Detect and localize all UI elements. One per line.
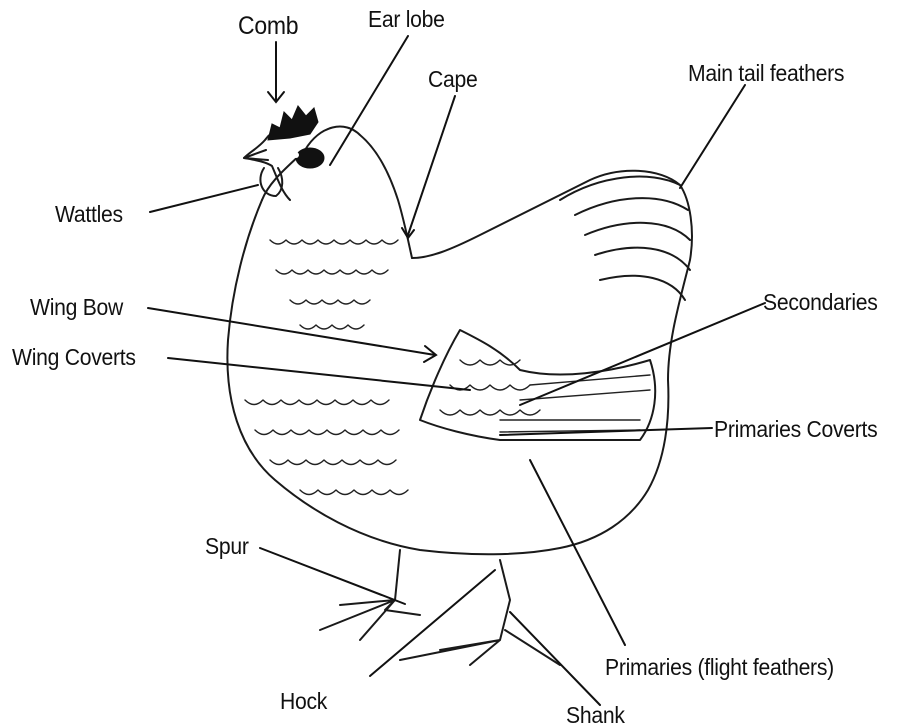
ear-lobe-leader bbox=[330, 36, 408, 165]
label-primaries: Primaries (flight feathers) bbox=[605, 656, 834, 679]
wing-coverts-leader bbox=[168, 358, 470, 390]
label-spur: Spur bbox=[205, 535, 249, 558]
cape-leader bbox=[402, 96, 455, 238]
label-secondaries: Secondaries bbox=[763, 291, 878, 314]
label-ear-lobe: Ear lobe bbox=[368, 8, 445, 31]
label-wing-coverts: Wing Coverts bbox=[12, 346, 136, 369]
shank-leader bbox=[510, 612, 600, 705]
hock-leader bbox=[370, 570, 495, 676]
secondaries-leader bbox=[520, 303, 765, 405]
label-primaries-coverts: Primaries Coverts bbox=[714, 418, 877, 441]
main-tail-feathers-leader bbox=[680, 85, 745, 188]
spur-leader bbox=[260, 548, 405, 604]
primaries-coverts-leader bbox=[500, 428, 712, 435]
primaries-leader bbox=[530, 460, 625, 645]
label-wing-bow: Wing Bow bbox=[30, 296, 123, 319]
label-wattles: Wattles bbox=[55, 203, 123, 226]
wing-bow-leader bbox=[148, 308, 436, 362]
wattles-leader bbox=[150, 185, 258, 212]
label-cape: Cape bbox=[428, 68, 477, 91]
comb-leader bbox=[268, 42, 284, 102]
label-hock: Hock bbox=[280, 690, 327, 713]
label-comb: Comb bbox=[238, 14, 298, 39]
label-shank: Shank bbox=[566, 704, 625, 727]
label-main-tail-feathers: Main tail feathers bbox=[688, 62, 844, 85]
